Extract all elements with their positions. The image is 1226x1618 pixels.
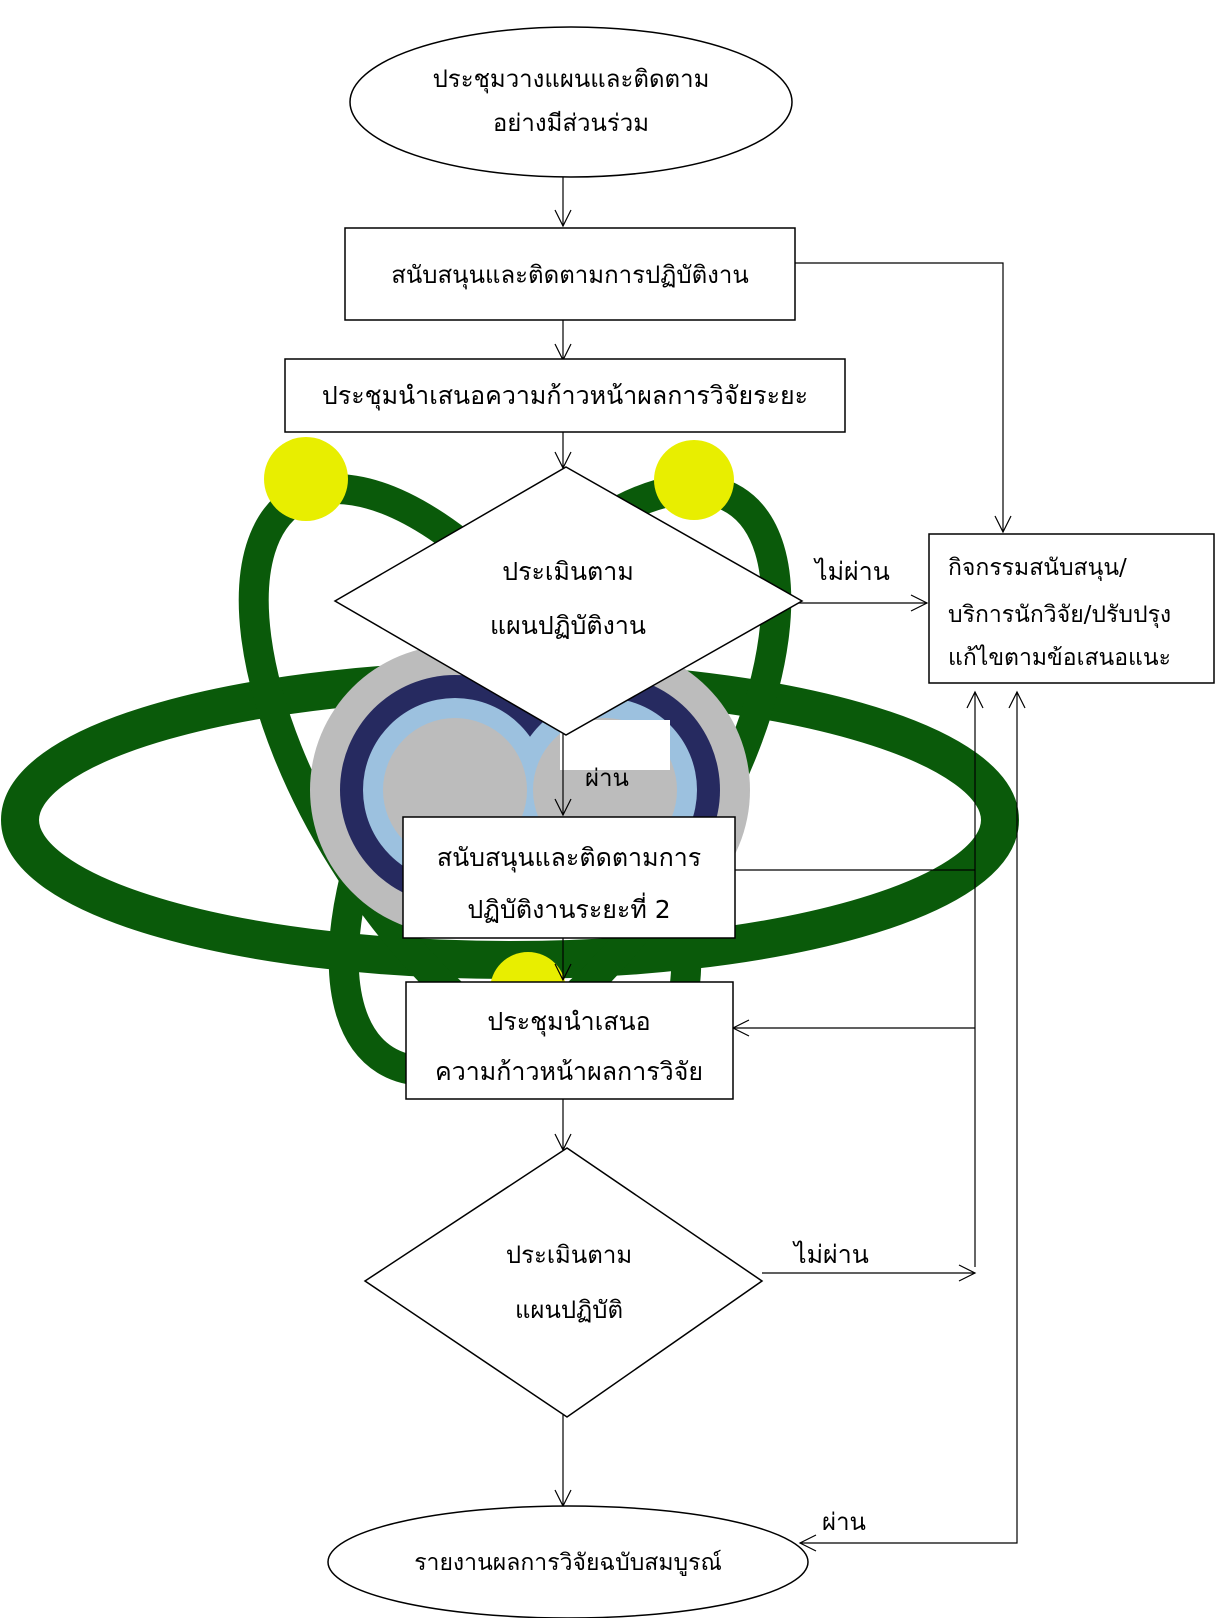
side-activity-line-1: กิจกรรมสนับสนุน/: [948, 555, 1127, 581]
meeting1-line-1: ประชุมนำเสนอความก้าวหน้าผลการวิจัยระยะ: [322, 381, 808, 411]
decision1-diamond: [333, 466, 804, 736]
start-line-2: อย่างมีส่วนร่วม: [493, 109, 649, 137]
arrowhead: [958, 1264, 977, 1282]
node-end: รายงานผลการวิจัยฉบับสมบูรณ์: [327, 1505, 809, 1618]
decision2-line-2: แผนปฏิบัติ: [515, 1296, 623, 1324]
arrowhead: [554, 798, 572, 817]
support2-box: [402, 816, 736, 939]
meeting2-line-1: ประชุมนำเสนอ: [487, 1007, 650, 1037]
support1-box: [344, 227, 796, 321]
support1-line-1: สนับสนุนและติดตามการปฏิบัติงาน: [391, 261, 749, 290]
arrowhead: [1008, 690, 1026, 709]
support2-line-1: สนับสนุนและติดตามการ: [437, 843, 701, 873]
edge-end-side: [800, 692, 1018, 1544]
decision1-line-1: ประเมินตาม: [502, 557, 634, 586]
arrowhead: [994, 515, 1012, 534]
end-line-1: รายงานผลการวิจัยฉบับสมบูรณ์: [414, 1549, 722, 1576]
arrowhead: [554, 963, 572, 982]
side-activity-box: [928, 533, 1215, 684]
node-side-activity: กิจกรรมสนับสนุน/ บริการนักวิจัย/ปรับปรุง…: [928, 533, 1215, 684]
edge-support1-side: [788, 262, 1004, 532]
edge-label-fail1: ไม่ผ่าน: [813, 557, 890, 586]
edge-label-fail2: ไม่ผ่าน: [792, 1240, 869, 1269]
decision2-line-1: ประเมินตาม: [506, 1241, 632, 1269]
arrowhead: [554, 209, 572, 228]
arrowhead: [910, 594, 929, 612]
node-decision1: ประเมินตาม แผนปฏิบัติงาน: [333, 466, 804, 736]
start-line-1: ประชุมวางแผนและติดตาม: [433, 65, 710, 94]
nucleus-highlight: [560, 720, 670, 770]
side-activity-line-2: บริการนักวิจัย/ปรับปรุง: [948, 602, 1171, 628]
decision1-line-2: แผนปฏิบัติงาน: [490, 611, 646, 640]
node-support1: สนับสนุนและติดตามการปฏิบัติงาน: [344, 227, 796, 321]
node-meeting2: ประชุมนำเสนอ ความก้าวหน้าผลการวิจัย: [405, 981, 734, 1100]
edge-label-pass2: ผ่าน: [822, 1508, 866, 1536]
node-decision2: ประเมินตาม แผนปฏิบัติ: [363, 1147, 764, 1418]
meeting2-line-2: ความก้าวหน้าผลการวิจัย: [435, 1057, 703, 1086]
electron-top-left: [264, 437, 348, 521]
start-ellipse: [349, 26, 793, 178]
end-ellipse: [327, 1505, 809, 1618]
connectors: [554, 177, 1026, 1552]
decision2-diamond: [363, 1147, 764, 1418]
node-start: ประชุมวางแผนและติดตาม อย่างมีส่วนร่วม: [349, 26, 793, 178]
arrowhead: [798, 1534, 817, 1552]
edge-label-pass1: ผ่าน: [585, 764, 629, 792]
arrowhead: [966, 690, 984, 709]
support2-line-2: ปฏิบัติงานระยะที่ 2: [467, 892, 670, 924]
node-meeting1: ประชุมนำเสนอความก้าวหน้าผลการวิจัยระยะ: [284, 358, 846, 433]
meeting2-box: [405, 981, 734, 1100]
electron-top-right: [654, 440, 734, 520]
node-support2: สนับสนุนและติดตามการ ปฏิบัติงานระยะที่ 2: [402, 816, 736, 939]
side-activity-line-3: แก้ไขตามข้อเสนอแนะ: [948, 644, 1171, 671]
meeting1-box: [284, 358, 846, 433]
